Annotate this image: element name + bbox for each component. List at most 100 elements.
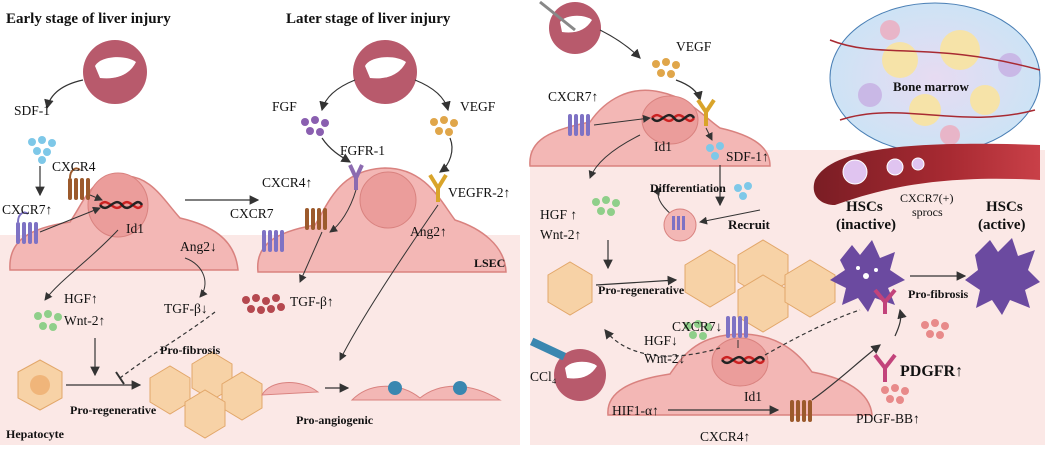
label-proregenerative-1: Pro-regenerative xyxy=(70,403,157,417)
label-recruit: Recruit xyxy=(728,217,770,232)
label-ang2-down: Ang2↓ xyxy=(180,239,217,254)
liver-ccl4-icon xyxy=(529,337,606,401)
regenerating-hepatocytes xyxy=(149,351,263,439)
arrow-fgfr1-cxcr7 xyxy=(329,189,357,233)
arrow-liver-sdf1 xyxy=(44,79,84,110)
label-ang2-up: Ang2↑ xyxy=(410,224,447,239)
label-lsec: LSEC xyxy=(474,256,506,270)
inhibit-tgfb xyxy=(119,311,216,379)
arrow-fgf-fgfr1 xyxy=(321,137,352,163)
cxcr4-receptor-2 xyxy=(305,208,327,230)
tgfb-molecules xyxy=(242,294,285,314)
arrow-vegf-vegfr2 xyxy=(439,137,453,173)
label-cxcr7-sprocs-line2: sprocs xyxy=(912,205,943,219)
label-differentiation: Differentiation xyxy=(650,181,726,195)
sproc-cell-3 xyxy=(911,157,925,171)
pdgfr-receptor-hsc xyxy=(873,288,897,314)
label-pdgfbb-up: PDGF-BB↑ xyxy=(856,411,920,426)
arrow-cxcr4-pdgfr xyxy=(811,344,881,401)
label-pdgfr-up: PDGFR↑ xyxy=(900,363,964,380)
dashed-arrow-hgf-down xyxy=(604,329,721,357)
label-hif1a-up: HIF1-α↑ xyxy=(612,403,659,418)
label-cxcr4: CXCR4 xyxy=(52,159,96,174)
arrow-cxcr7-id1 xyxy=(39,206,101,233)
label-hepatocyte: Hepatocyte xyxy=(6,427,64,441)
arrow-id1-hgf-3 xyxy=(588,134,641,179)
label-vegfr2-up: VEGFR-2↑ xyxy=(448,185,511,200)
vegf-molecules xyxy=(430,116,458,136)
label-wnt2-up-3: Wnt-2↑ xyxy=(540,227,582,242)
label-cxcr4-up: CXCR4↑ xyxy=(262,175,313,190)
label-wnt2-up: Wnt-2↑ xyxy=(64,313,106,328)
cxcr7-receptor-4 xyxy=(726,316,748,338)
arrow-vegf-receptor-3 xyxy=(675,79,703,102)
vegf-molecules-3 xyxy=(652,58,680,78)
hgf-molecules-down xyxy=(684,320,712,340)
label-id1-3: Id1 xyxy=(654,139,672,154)
arrow-liver-fgf xyxy=(319,79,356,112)
pdgfr-receptor-cell xyxy=(873,353,897,382)
label-vegf-3: VEGF xyxy=(676,39,712,54)
label-fgfr1: FGFR-1 xyxy=(340,143,386,158)
fgfr1-receptor xyxy=(348,164,364,190)
arrow-liver-vegf-3 xyxy=(599,29,641,59)
label-proangiogenic: Pro-angiogenic xyxy=(296,413,374,427)
hsc-active-icon xyxy=(965,238,1040,315)
dna-icon xyxy=(99,200,144,210)
label-cxcr4-up-4: CXCR4↑ xyxy=(700,429,751,444)
label-proregenerative-3: Pro-regenerative xyxy=(598,283,685,297)
cxcr4-receptor xyxy=(68,167,90,200)
hepatocyte-icon xyxy=(17,359,63,411)
label-id1-4: Id1 xyxy=(744,389,762,404)
label-hgf-up: HGF↑ xyxy=(64,291,98,306)
inhibit-bar xyxy=(115,371,125,385)
label-hgf-down: HGF↓ xyxy=(644,333,678,348)
label-tgfb-down: TGF-β↓ xyxy=(164,301,208,316)
label-profibrosis-1: Pro-fibrosis xyxy=(160,343,221,357)
label-cxcr7-up-3: CXCR7↑ xyxy=(548,89,599,104)
cxcr7-receptor-3 xyxy=(568,114,590,136)
arrow-cxcr7-id1-3 xyxy=(593,114,651,126)
nucleus-2 xyxy=(359,171,417,229)
label-hgf-up-3: HGF ↑ xyxy=(540,207,578,222)
arrow-vegfr-sdf1 xyxy=(705,127,713,141)
label-bone-marrow: Bone marrow xyxy=(893,79,969,94)
hepatocytes-3 xyxy=(547,239,836,333)
arrow-liver-vegf xyxy=(414,79,451,112)
label-vegf: VEGF xyxy=(460,99,496,114)
label-hsc-active-line1: HSCs xyxy=(986,199,1023,215)
arrow-cxcr4-id1 xyxy=(89,193,103,201)
label-hsc-inactive-line1: HSCs xyxy=(846,199,883,215)
bone-marrow-illustration xyxy=(829,2,1041,154)
label-profibrosis-3: Pro-fibrosis xyxy=(908,287,969,301)
cxcr7-receptor xyxy=(16,211,38,244)
label-cxcr7-sprocs-line1: CXCR7(+) xyxy=(900,191,954,205)
label-tgfb-up: TGF-β↑ xyxy=(290,294,334,309)
sdf1-molecules-3 xyxy=(706,142,752,200)
heading-early-stage: Early stage of liver injury xyxy=(6,11,171,27)
vegfr2-receptor xyxy=(428,173,448,202)
cxcr7-receptor-2 xyxy=(262,230,284,252)
label-sdf1-up: SDF-1↑ xyxy=(726,149,769,164)
label-ccl4: CCl₄ xyxy=(530,369,557,384)
pdgfbb-molecules xyxy=(881,319,949,404)
arrow-cxcr-tgfb xyxy=(299,231,323,283)
label-hsc-inactive-line2: (inactive) xyxy=(836,217,896,233)
label-hsc-active-line2: (active) xyxy=(978,217,1026,233)
sdf1-molecules xyxy=(28,136,56,164)
label-fgf: FGF xyxy=(272,99,297,114)
liver-icon-2 xyxy=(353,40,417,104)
hgf-molecules-3 xyxy=(592,196,620,216)
sproc-cell xyxy=(842,159,868,185)
progenitor-cell xyxy=(663,208,697,242)
arrow-ang2-tgfb xyxy=(184,257,208,298)
label-cxcr7: CXCR7 xyxy=(230,206,274,221)
arrow-differentiation xyxy=(652,187,673,216)
cxcr4-receptor-4 xyxy=(790,400,812,422)
heading-later-stage: Later stage of liver injury xyxy=(286,11,451,27)
nucleus xyxy=(87,172,149,238)
arrow-recruit xyxy=(699,209,761,225)
dashed-inhibit-pdgfr xyxy=(764,309,861,356)
label-cxcr7-up: CXCR7↑ xyxy=(2,202,53,217)
